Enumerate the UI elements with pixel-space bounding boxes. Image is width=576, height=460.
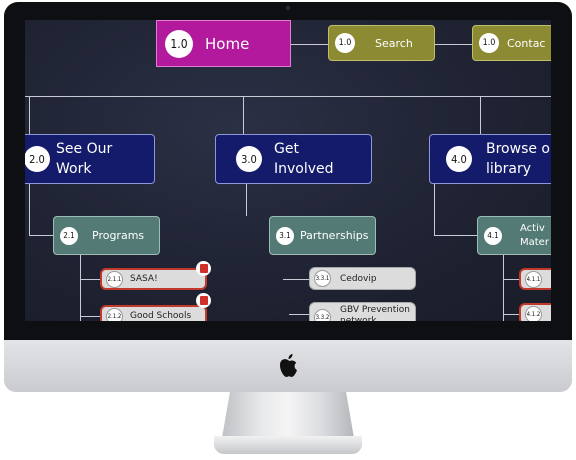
connector (29, 96, 30, 134)
section-number: 3.0 (236, 146, 262, 172)
connector (480, 96, 481, 134)
leaf-label: GBV Prevention network (340, 305, 410, 321)
connector (80, 279, 100, 280)
connector (25, 96, 551, 97)
subsection-number: 2.1 (60, 226, 78, 245)
search-number: 1.0 (335, 33, 355, 53)
subsection-number: 3.1 (276, 226, 294, 245)
monitor-base (214, 436, 362, 454)
connector (80, 255, 81, 321)
connector (283, 279, 309, 280)
leaf-good-schools[interactable]: 2.1.2 Good Schools (100, 305, 207, 321)
section-label: Get Involved (274, 139, 334, 179)
section-label-line: Work (56, 161, 92, 177)
leaf-number: 4.1.2 (525, 305, 542, 321)
subsection-number: 4.1 (484, 226, 502, 245)
leaf-cedovip[interactable]: 3.3.1 Cedovip (309, 267, 416, 290)
leaf-number: 3.3.1 (314, 270, 331, 287)
contact-number: 1.0 (479, 33, 499, 53)
section-label-line: Involved (274, 161, 334, 177)
section-number: 4.0 (446, 146, 472, 172)
connector (243, 96, 244, 134)
leaf-number: 3.3.2 (314, 309, 331, 321)
search-label: Search (375, 36, 413, 50)
subsection-label: Activ Mater (520, 222, 549, 250)
section-number: 2.0 (25, 146, 50, 172)
connector (503, 314, 519, 315)
connector (289, 314, 309, 315)
section-get-involved[interactable]: 3.0 Get Involved (215, 134, 372, 184)
leaf-number: 4.1.1 (525, 270, 542, 288)
sitemap-screen: 1.0 Home 1.0 Search 1.0 Contac 2.0 See O… (25, 20, 551, 321)
search-node[interactable]: 1.0 Search (328, 25, 435, 61)
pdf-icon[interactable] (196, 293, 211, 308)
subsection-partnerships[interactable]: 3.1 Partnerships (269, 216, 376, 255)
leaf-material-1[interactable]: 4.1.1 (519, 268, 551, 290)
leaf-number: 2.1.2 (106, 307, 123, 321)
subsection-materials[interactable]: 4.1 Activ Mater (477, 216, 551, 255)
leaf-label: Cedovip (340, 273, 377, 284)
connector (434, 235, 477, 236)
section-label-line: Browse o (486, 141, 550, 157)
leaf-sasa[interactable]: 2.1.1 SASA! (100, 268, 207, 290)
contact-node[interactable]: 1.0 Contac (472, 25, 551, 61)
home-number: 1.0 (165, 29, 193, 58)
connector (503, 279, 519, 280)
section-browse-library[interactable]: 4.0 Browse o library (429, 134, 551, 184)
leaf-label-line: network (340, 316, 377, 321)
subsection-label-line: Mater (520, 236, 549, 248)
connector (290, 44, 330, 45)
pdf-icon[interactable] (196, 261, 211, 276)
leaf-label: SASA! (130, 274, 158, 284)
connector (246, 184, 247, 216)
subsection-label: Programs (92, 229, 145, 242)
leaf-material-2[interactable]: 4.1.2 (519, 303, 551, 321)
connector (503, 255, 504, 321)
connector (29, 184, 30, 236)
connector (29, 235, 53, 236)
subsection-programs[interactable]: 2.1 Programs (53, 216, 160, 255)
section-label-line: See Our (56, 141, 113, 157)
connector (80, 316, 100, 317)
apple-logo-icon (280, 354, 297, 377)
monitor-stand (222, 392, 354, 438)
home-label: Home (205, 34, 250, 53)
contact-label: Contac (507, 36, 546, 50)
section-label-line: library (486, 161, 532, 177)
section-label: Browse o library (486, 139, 550, 179)
home-node[interactable]: 1.0 Home (156, 20, 291, 67)
leaf-label-line: GBV Prevention (340, 305, 411, 315)
leaf-number: 2.1.1 (106, 270, 123, 288)
section-see-our-work[interactable]: 2.0 See Our Work (25, 134, 155, 184)
section-label-line: Get (274, 141, 299, 157)
leaf-gbv-prevention[interactable]: 3.3.2 GBV Prevention network (309, 302, 416, 321)
leaf-label: Good Schools (130, 311, 192, 321)
connector (435, 44, 475, 45)
section-label: See Our Work (56, 139, 112, 179)
camera-icon (286, 6, 290, 10)
subsection-label: Partnerships (300, 229, 369, 242)
subsection-label-line: Activ (520, 222, 545, 234)
connector (434, 184, 435, 236)
